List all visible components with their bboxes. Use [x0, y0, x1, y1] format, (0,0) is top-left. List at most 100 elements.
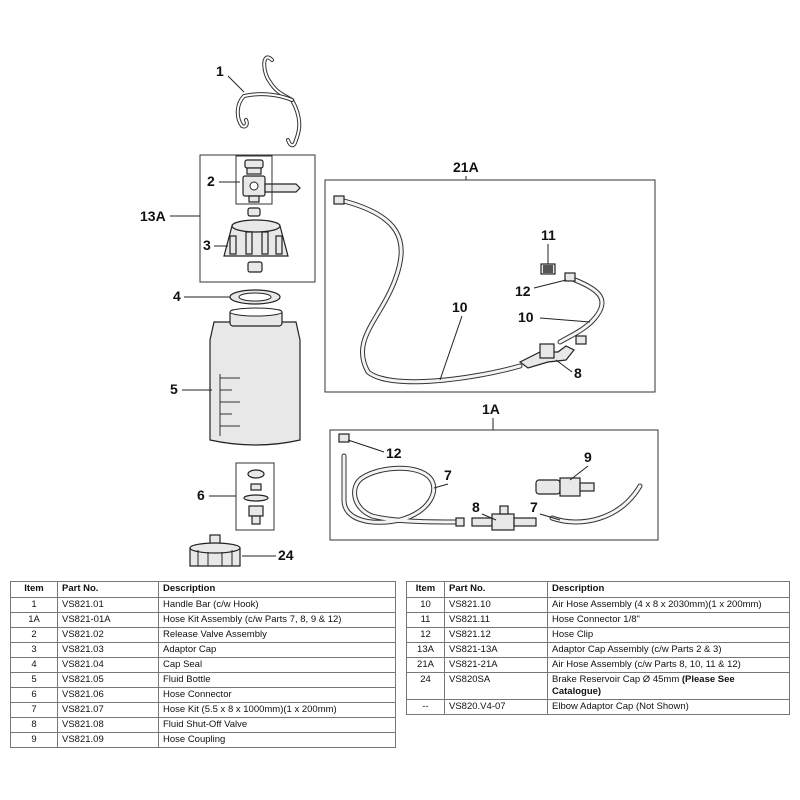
cell-description-note: (Please See Catalogue)	[552, 674, 735, 697]
header-item: Item	[406, 581, 445, 598]
shut-off-valve-21a	[518, 335, 587, 369]
shut-off-valve-1a	[471, 505, 537, 531]
cell-item: 5	[10, 672, 58, 688]
cell-part-no: VS820SA	[444, 672, 548, 700]
callout-11: 11	[541, 227, 556, 243]
cell-description: Hose Kit Assembly (c/w Parts 7, 8, 9 & 1…	[158, 612, 396, 628]
cell-item: 2	[10, 627, 58, 643]
callout-2: 2	[207, 173, 215, 189]
cell-item: --	[406, 699, 445, 715]
cell-description: Fluid Bottle	[158, 672, 396, 688]
callout-13a: 13A	[140, 208, 166, 224]
cell-part-no: VS821.02	[57, 627, 159, 643]
cell-item: 24	[406, 672, 445, 700]
assembly-13a-box	[199, 154, 316, 283]
header-description: Description	[547, 581, 790, 598]
cell-part-no: VS821.07	[57, 702, 159, 718]
cell-description: Air Hose Assembly (c/w Parts 8, 10, 11 &…	[547, 657, 790, 673]
release-valve-box	[235, 155, 273, 205]
table-header-row: Item Part No. Description	[406, 581, 790, 598]
cell-part-no: VS821.06	[57, 687, 159, 703]
cell-part-no: VS821.10	[444, 597, 548, 613]
header-description: Description	[158, 581, 396, 598]
table-header-row: Item Part No. Description	[10, 581, 396, 598]
cell-item: 12	[406, 627, 445, 643]
cell-description: Adaptor Cap	[158, 642, 396, 658]
callout-24: 24	[278, 547, 294, 563]
hose-clip-21a	[564, 272, 576, 282]
cell-part-no: VS821.11	[444, 612, 548, 628]
cell-description: Hose Coupling	[158, 732, 396, 748]
callout-8-1a: 8	[472, 499, 480, 515]
cell-description: Cap Seal	[158, 657, 396, 673]
cell-part-no: VS821.01	[57, 597, 159, 613]
cell-description: Hose Connector 1/8"	[547, 612, 790, 628]
cell-part-no: VS820.V4-07	[444, 699, 548, 715]
callout-7-left: 7	[444, 467, 452, 483]
cell-description: Brake Reservoir Cap Ø 45mm (Please See C…	[547, 672, 790, 700]
cell-description: Hose Kit (5.5 x 8 x 1000mm)(1 x 200mm)	[158, 702, 396, 718]
cell-item: 4	[10, 657, 58, 673]
cell-item: 11	[406, 612, 445, 628]
handle-bar	[235, 55, 302, 148]
hose-connector	[243, 469, 269, 525]
cell-part-no: VS821.12	[444, 627, 548, 643]
cell-description: Fluid Shut-Off Valve	[158, 717, 396, 733]
cell-part-no: VS821.05	[57, 672, 159, 688]
brake-reservoir-cap	[189, 534, 241, 567]
cell-description: Air Hose Assembly (4 x 8 x 2030mm)(1 x 2…	[547, 597, 790, 613]
cell-item: 9	[10, 732, 58, 748]
callout-1a: 1A	[482, 401, 500, 417]
fluid-bottle	[209, 307, 301, 446]
cell-item: 7	[10, 702, 58, 718]
hose-connector-1-8	[540, 263, 556, 275]
cell-description: Handle Bar (c/w Hook)	[158, 597, 396, 613]
cell-item: 3	[10, 642, 58, 658]
cell-item: 13A	[406, 642, 445, 658]
cell-description: Hose Clip	[547, 627, 790, 643]
hose-kit	[341, 453, 643, 527]
cell-description-text: Brake Reservoir Cap Ø 45mm	[552, 674, 682, 685]
cell-item: 1A	[10, 612, 58, 628]
callout-8-21a: 8	[574, 365, 582, 381]
callout-1: 1	[216, 63, 224, 79]
hose-clip-1a	[338, 433, 350, 443]
callout-10-left: 10	[452, 299, 468, 315]
cell-description: Release Valve Assembly	[158, 627, 396, 643]
cell-item: 1	[10, 597, 58, 613]
air-hose-assembly-box	[324, 179, 656, 393]
callout-21a: 21A	[453, 159, 479, 175]
callout-9: 9	[584, 449, 592, 465]
cell-part-no: VS821.09	[57, 732, 159, 748]
cell-item: 10	[406, 597, 445, 613]
hose-coupling	[535, 477, 595, 497]
header-part-no: Part No.	[444, 581, 548, 598]
callout-3: 3	[203, 237, 211, 253]
cell-part-no: VS821-13A	[444, 642, 548, 658]
exploded-parts-diagram: 1 13A 2 3 4	[140, 55, 659, 567]
release-valve	[242, 159, 301, 203]
adaptor-cap	[223, 207, 289, 273]
callout-10-right: 10	[518, 309, 534, 325]
cell-part-no: VS821-01A	[57, 612, 159, 628]
cell-part-no: VS821.04	[57, 657, 159, 673]
air-hose	[333, 195, 605, 385]
cell-item: 21A	[406, 657, 445, 673]
hose-kit-assembly-box	[329, 429, 659, 541]
callout-6: 6	[197, 487, 205, 503]
cell-part-no: VS821.08	[57, 717, 159, 733]
